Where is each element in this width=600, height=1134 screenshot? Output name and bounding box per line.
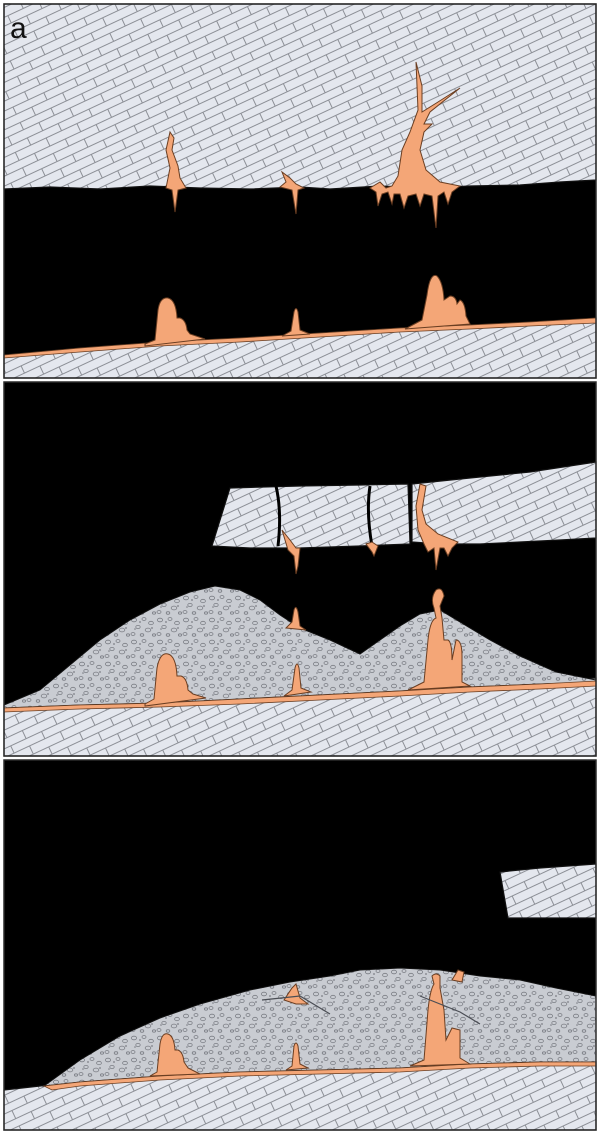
panel-roof-collapse	[4, 382, 596, 756]
panel-label: a	[10, 12, 27, 45]
panel-buried-deposit	[4, 760, 596, 1130]
ceiling-bedrock	[4, 4, 596, 189]
roof-block	[212, 484, 410, 548]
panel-intact-cave: a	[4, 4, 596, 378]
roof-block	[500, 864, 596, 918]
